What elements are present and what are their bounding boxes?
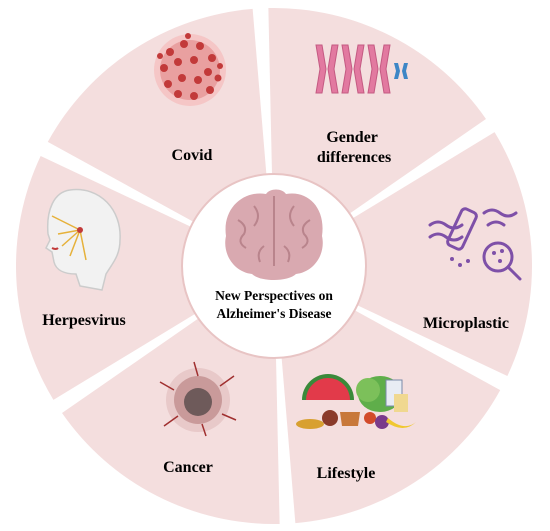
food-icon (296, 374, 416, 429)
head-nerves-icon (45, 188, 121, 291)
segment-gender (274, 132, 532, 377)
segment-label-cancer: Cancer (163, 459, 213, 476)
center-title-line-1: New Perspectives on (215, 288, 333, 303)
segment-label-lifestyle: Lifestyle (317, 465, 376, 482)
segment-label-covid: Covid (172, 147, 213, 164)
chromosome-icon (315, 44, 408, 94)
bottle-magnifier-icon (428, 207, 522, 281)
segment-label-herpesvirus: Herpesvirus (42, 312, 126, 329)
virus-icon (154, 33, 226, 106)
center-title-line-2: Alzheimer's Disease (216, 306, 331, 321)
tumor-icon (159, 361, 237, 437)
brain-icon (225, 189, 323, 280)
segment-label-gender: Gender differences (317, 129, 391, 166)
segment-label-microplastic: Microplastic (423, 315, 509, 332)
